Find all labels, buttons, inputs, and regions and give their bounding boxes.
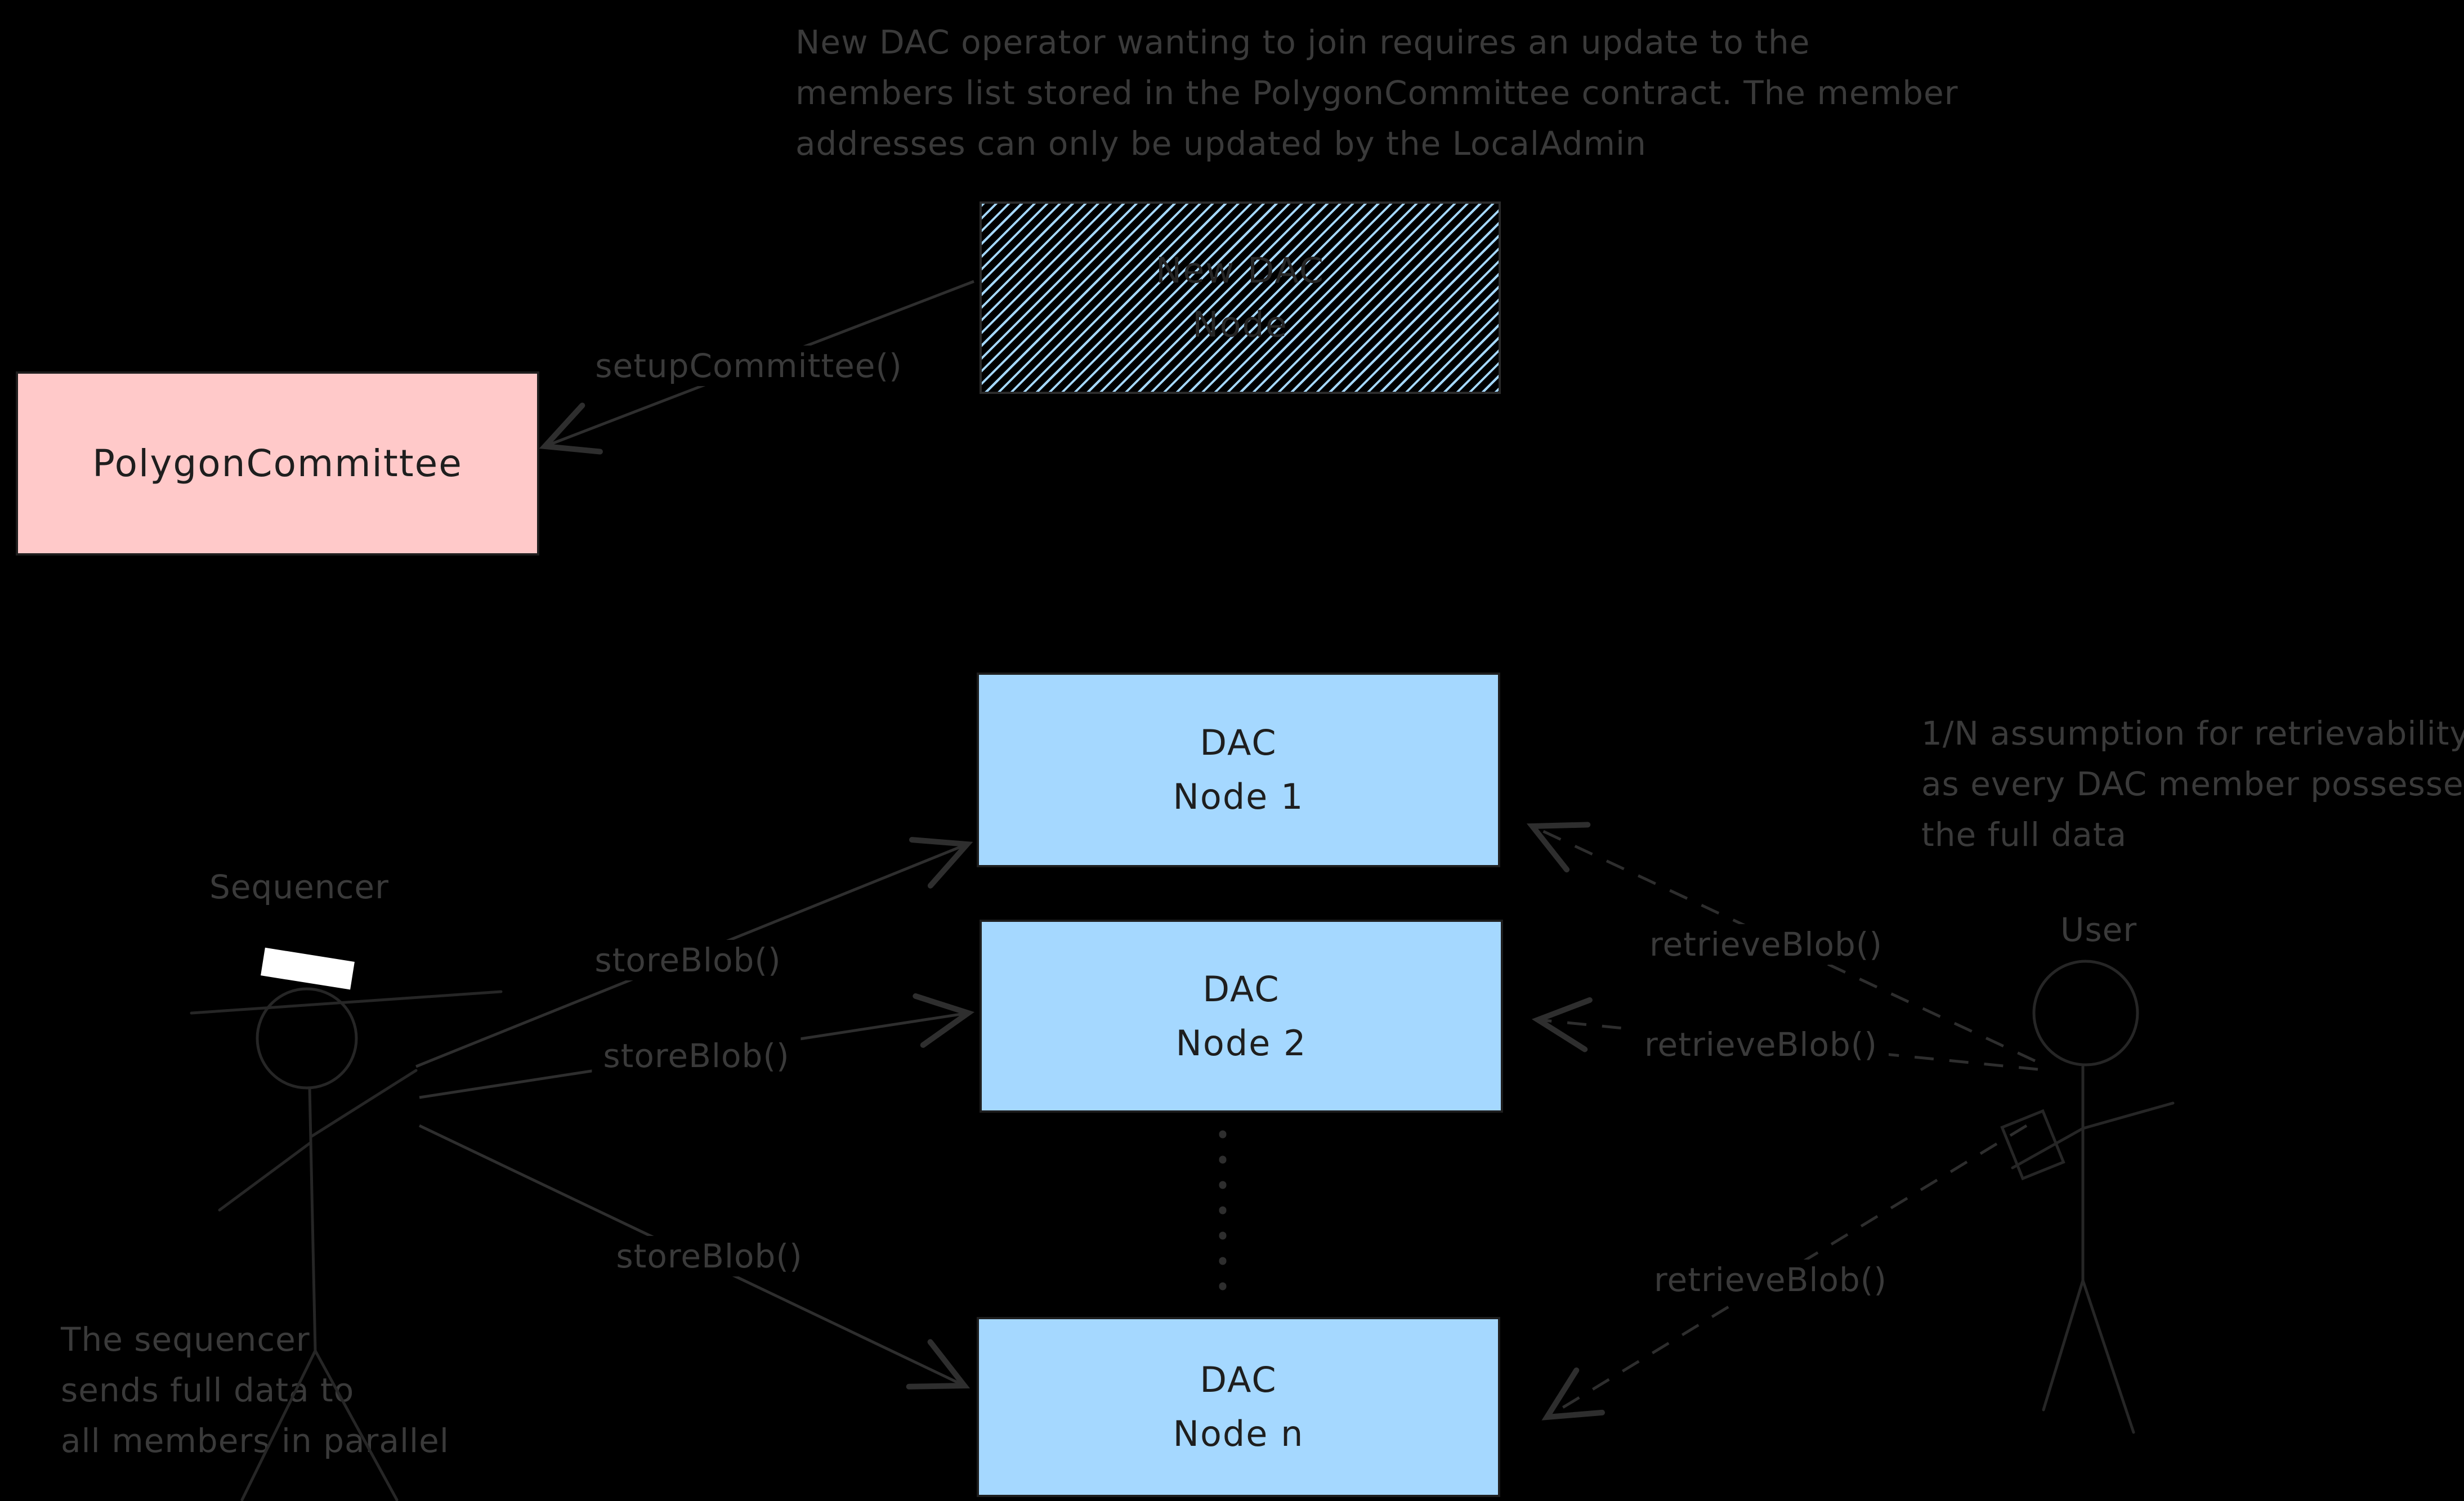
setup-committee-edge-label: setupCommittee()	[584, 346, 914, 386]
store-blob-1-edge-label: storeBlob()	[583, 940, 793, 980]
new-dac-node-label: Node	[1192, 304, 1288, 345]
annotation-sequencer-parallel: The sequencer sends full data to all mem…	[61, 1314, 449, 1466]
polygon-committee-box: PolygonCommittee	[16, 371, 539, 555]
annotation-line: all members in parallel	[61, 1422, 449, 1460]
dac-node-1-label: Node 1	[1173, 776, 1304, 817]
dac-node-1-label: DAC	[1200, 722, 1277, 763]
sequencer-figure-icon	[190, 947, 503, 1501]
annotation-line: as every DAC member possesses	[1921, 765, 2464, 803]
dac-node-2-box: DAC Node 2	[980, 920, 1503, 1113]
retrieve-blob-1-edge-label: retrieveBlob()	[1638, 924, 1894, 965]
annotation-line: 1/N assumption for retrievability,	[1921, 714, 2464, 752]
user-figure-icon	[2000, 960, 2175, 1434]
dac-node-n-box: DAC Node n	[977, 1317, 1500, 1497]
sequencer-label: Sequencer	[209, 868, 389, 906]
annotation-1n-assumption: 1/N assumption for retrievability, as ev…	[1921, 708, 2464, 860]
dac-node-n-label: DAC	[1200, 1359, 1277, 1400]
annotation-new-dac-operator: New DAC operator wanting to join require…	[795, 17, 1958, 169]
store-blob-n-edge-label: storeBlob()	[605, 1236, 814, 1276]
annotation-line: members list stored in the PolygonCommit…	[795, 74, 1958, 112]
retrieve-blob-n-edge-label: retrieveBlob()	[1642, 1260, 1899, 1300]
annotation-line: addresses can only be updated by the Loc…	[795, 124, 1647, 163]
annotation-line: sends full data to	[61, 1371, 355, 1409]
annotation-line: The sequencer	[61, 1320, 310, 1359]
arrow-retrieve-blob-node1	[1526, 822, 2036, 1063]
user-label: User	[2060, 911, 2137, 949]
polygon-committee-label: PolygonCommittee	[92, 441, 463, 485]
new-dac-node-label: New DAC	[1155, 250, 1325, 291]
dac-node-1-box: DAC Node 1	[977, 673, 1500, 867]
retrieve-blob-2-edge-label: retrieveBlob()	[1633, 1024, 1889, 1065]
dac-node-2-label: Node 2	[1175, 1022, 1307, 1064]
dac-node-n-label: Node n	[1173, 1413, 1304, 1454]
new-dac-node-box: New DAC Node	[980, 201, 1501, 394]
annotation-line: New DAC operator wanting to join require…	[795, 23, 1810, 61]
dac-node-2-label: DAC	[1202, 968, 1280, 1010]
store-blob-2-edge-label: storeBlob()	[592, 1036, 801, 1076]
annotation-line: the full data	[1921, 816, 2127, 854]
sequencer-hat	[261, 947, 355, 990]
